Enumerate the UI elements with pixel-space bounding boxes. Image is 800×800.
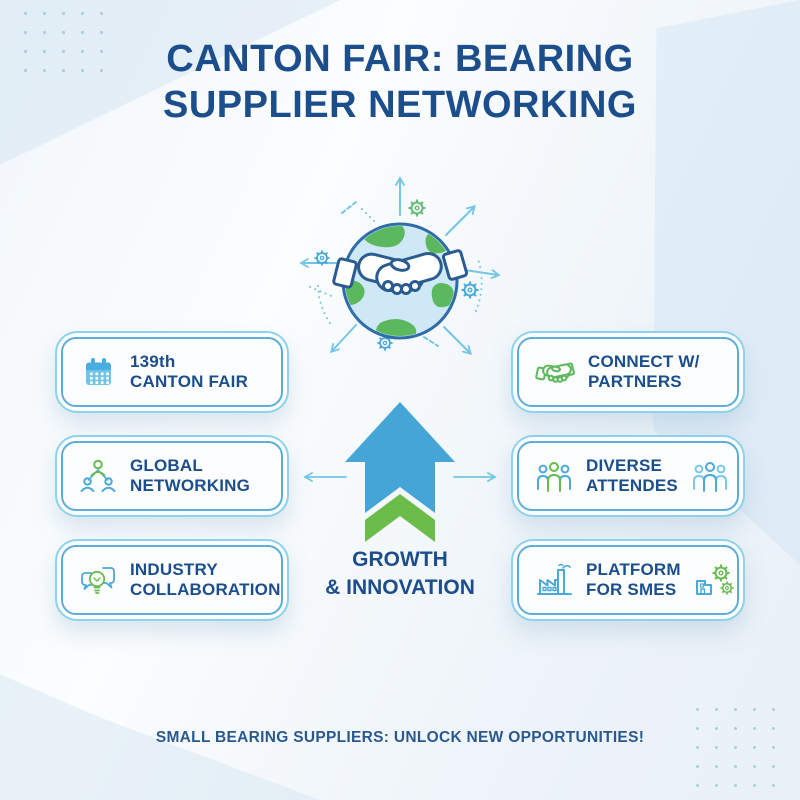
- card-global-networking: GLOBAL NETWORKING: [55, 435, 289, 517]
- growth-arrow: [345, 402, 455, 542]
- card-label: INDUSTRY COLLABORATION: [130, 559, 281, 599]
- card-label: CONNECT W/ PARTNERS: [588, 351, 700, 391]
- handshake-icon: [535, 362, 575, 383]
- left-arrow-icon: [303, 472, 347, 482]
- card-industry-collaboration: INDUSTRY COLLABORATION: [55, 539, 289, 621]
- footer-tagline: SMALL BEARING SUPPLIERS: UNLOCK NEW OPPO…: [155, 729, 645, 746]
- card-label: GLOBAL NETWORKING: [130, 455, 251, 495]
- card-label: DIVERSE ATTENDES: [586, 455, 678, 495]
- crowd-blue-icon: [692, 462, 727, 492]
- growth-innovation-label: GROWTH & INNOVATION: [325, 548, 475, 600]
- factory-icon: [537, 563, 572, 595]
- card-diverse-attendes: DIVERSE ATTENDES: [511, 435, 745, 517]
- dot-grid-bottom-right: [688, 700, 786, 800]
- gear-icon: [407, 198, 427, 218]
- card-canton-fair: 139th CANTON FAIR: [55, 331, 289, 413]
- card-platform-smes: PLATFORM FOR SMES: [511, 539, 745, 621]
- card-connect-partners: CONNECT W/ PARTNERS: [511, 331, 745, 413]
- crowd-green-icon: [537, 462, 571, 492]
- card-label: PLATFORM FOR SMES: [586, 559, 681, 599]
- chat-idea-icon: [81, 567, 115, 594]
- factory-gears-icon: [695, 563, 735, 596]
- gear-icon: [460, 280, 480, 300]
- card-label: 139th CANTON FAIR: [130, 351, 249, 391]
- network-people-icon: [80, 459, 116, 492]
- handshake-illustration-icon: [332, 249, 469, 295]
- gear-icon: [313, 249, 331, 267]
- calendar-icon: [86, 358, 111, 385]
- background-shape-bottom-left: [0, 674, 320, 800]
- right-arrow-icon: [453, 472, 497, 482]
- globe-handshake-illustration: [299, 176, 501, 355]
- page-title: CANTON FAIR: BEARING SUPPLIER NETWORKING: [163, 38, 637, 127]
